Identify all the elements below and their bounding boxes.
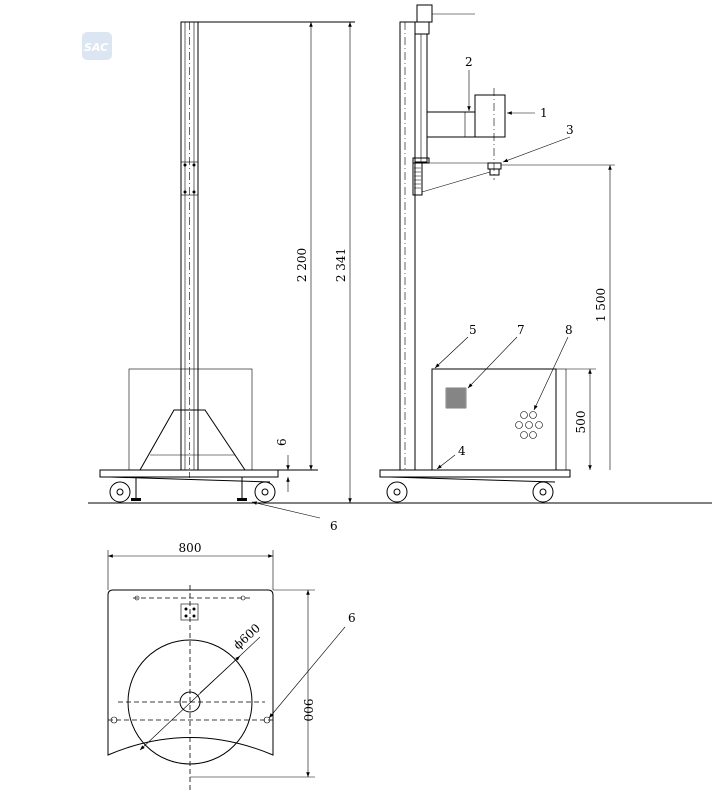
wheel (386, 481, 408, 503)
bolt (192, 163, 196, 167)
dimension-label-depth: 900 (301, 699, 315, 722)
leader-line-8 (533, 336, 569, 411)
base-outline (107, 589, 274, 756)
foot-hole (110, 716, 118, 724)
wheel (254, 481, 276, 503)
bolt (183, 163, 187, 167)
wheel (109, 481, 131, 503)
front-view: 2 200 2 341 6 6 (99, 21, 355, 533)
bolt (192, 190, 196, 194)
callout-label-3: 3 (566, 123, 574, 137)
callout-label-7: 7 (517, 323, 525, 337)
mesh-panel (445, 387, 467, 409)
leader-line-foot (251, 501, 321, 519)
test-box-side (555, 368, 567, 471)
dimension-label-drop-height: 1 500 (594, 288, 608, 322)
leader-line-foot (268, 626, 346, 719)
wheel-hub (393, 488, 401, 496)
callout-label-8: 8 (565, 323, 573, 337)
test-box (431, 368, 557, 471)
sac-logo: SAC (82, 32, 112, 60)
leader-line-3 (502, 136, 571, 163)
base-frame-edge (109, 476, 271, 483)
dimension-label-pole-height: 2 200 (295, 248, 309, 282)
callout-label-1: 1 (540, 106, 548, 120)
vent-hole (525, 421, 533, 429)
drive-screw (412, 162, 423, 196)
vent-hole (515, 421, 523, 429)
bolt (184, 607, 188, 611)
logo-badge (82, 32, 112, 60)
release-mechanism (474, 94, 506, 138)
vent-hole (529, 431, 537, 439)
wheel-hub (116, 488, 124, 496)
mounting-hole (134, 595, 140, 601)
callout-label-2: 2 (465, 55, 473, 69)
wheel (532, 481, 554, 503)
leader-line-5 (434, 336, 469, 369)
mesh-grid (446, 388, 466, 408)
bolt (183, 190, 187, 194)
dimension-label-box-height: 500 (574, 411, 588, 434)
top-motor (416, 4, 433, 23)
vent-hole (529, 411, 537, 419)
bolt (192, 614, 196, 618)
base-plate (379, 469, 571, 478)
mounting-hole (240, 595, 246, 601)
leveling-foot-pad (131, 498, 141, 501)
callout-label-5: 5 (469, 323, 477, 337)
logo-text: SAC (84, 41, 108, 54)
pole (399, 21, 416, 471)
holder-brace (421, 171, 491, 193)
wheel-hub (539, 488, 547, 496)
callout-label-foot: 6 (348, 611, 356, 625)
wheel-hub (261, 488, 269, 496)
pole-joint-plate (180, 161, 199, 196)
motor-coupling (414, 21, 430, 35)
support-frame (139, 409, 246, 471)
dimension-label-width: 800 (179, 541, 202, 555)
callout-label-foot: 6 (330, 519, 338, 533)
callout-label-4: 4 (458, 444, 466, 458)
dimension-label-base-gap: 6 (275, 438, 289, 446)
screw-threads (414, 167, 421, 189)
foot-hole (263, 716, 271, 724)
pole-footprint (180, 603, 199, 621)
dimension-label-total-height: 2 341 (334, 248, 348, 282)
release-arm (426, 111, 476, 138)
bolt (192, 607, 196, 611)
specimen-holder (487, 162, 502, 170)
leader-line-7 (467, 336, 518, 389)
dimension-arrow-diameter (199, 655, 241, 694)
leader-line-4 (436, 454, 456, 470)
dimension-line-diameter (139, 636, 261, 751)
side-view: 1 500 500 1 2 3 4 5 7 8 (379, 4, 615, 503)
vent-hole (535, 421, 543, 429)
vent-holes (515, 411, 543, 439)
bolt (184, 614, 188, 618)
base-plate (99, 469, 279, 478)
vent-hole (520, 431, 528, 439)
leveling-foot-pad (237, 498, 247, 501)
vent-hole (520, 411, 528, 419)
specimen-holder-tip (489, 168, 500, 176)
base-frame-edge (389, 476, 556, 483)
plan-view: 800 900 ϕ600 6 (107, 541, 356, 790)
dimension-label-diameter: ϕ600 (231, 621, 263, 652)
